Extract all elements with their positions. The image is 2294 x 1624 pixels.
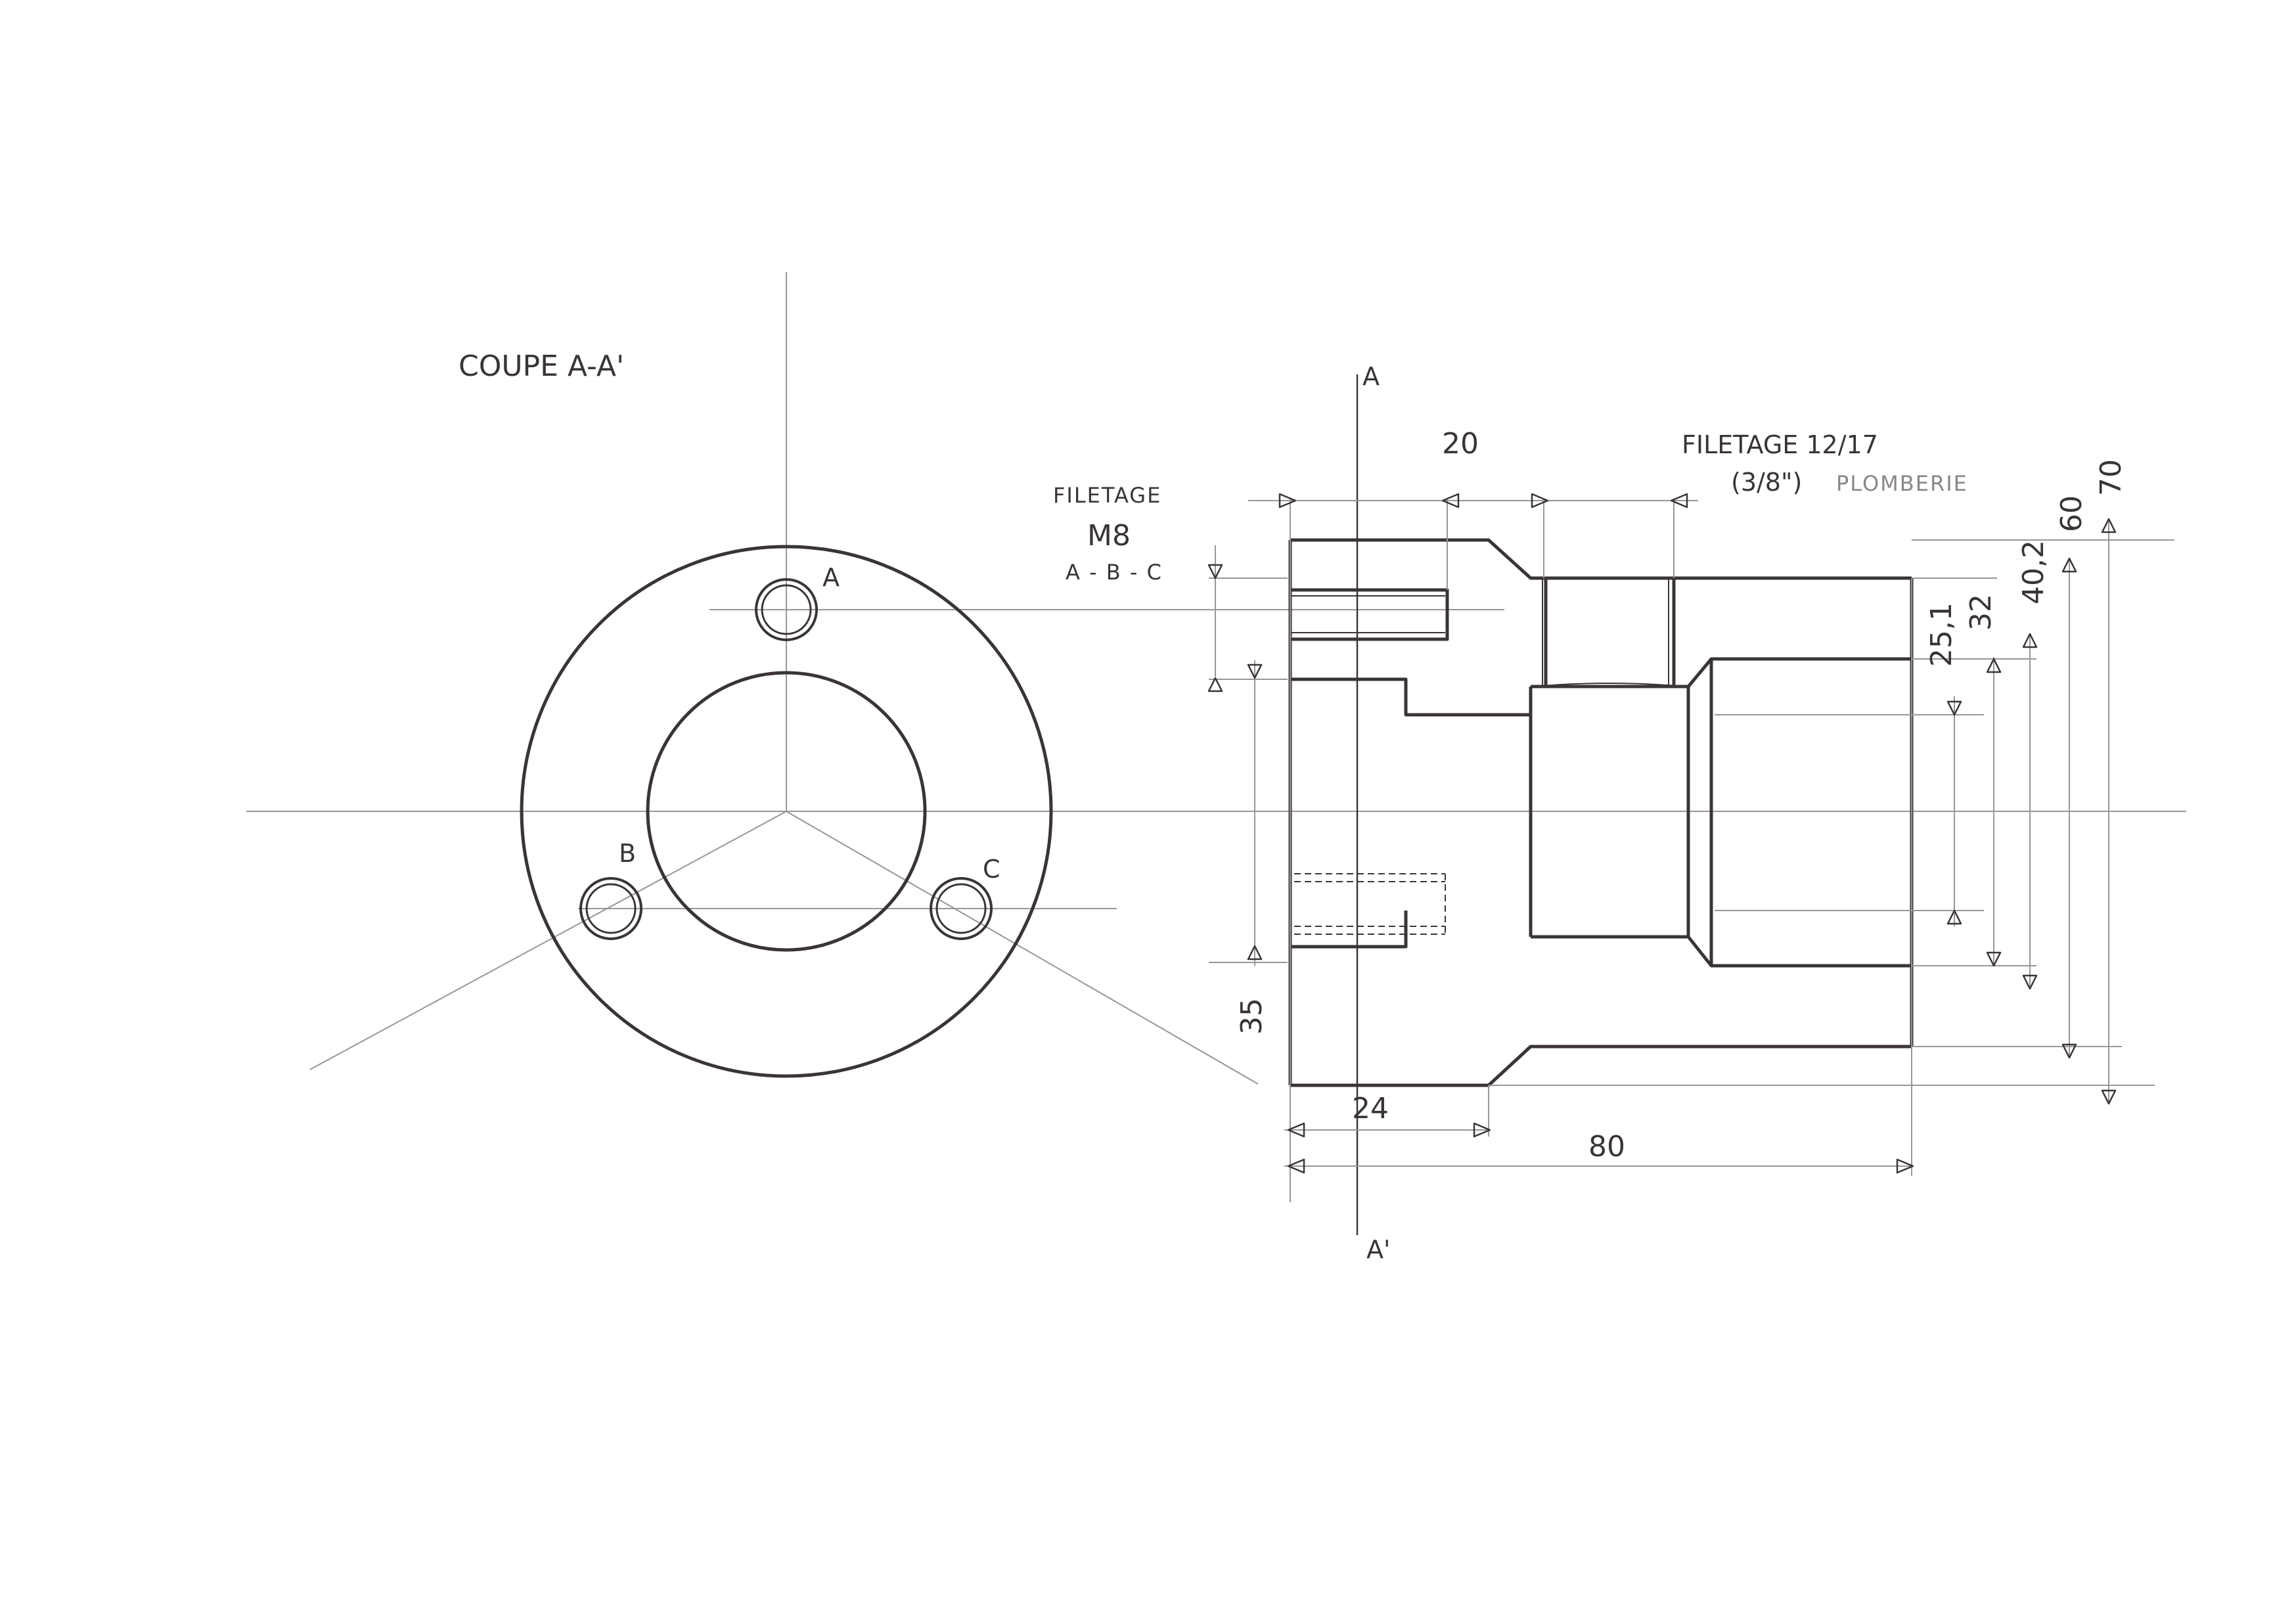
thread-pipe-line1: FILETAGE 12/17 [1682, 430, 1878, 459]
dim-80: 80 [1588, 1130, 1625, 1163]
dim-35: 35 [1235, 998, 1269, 1035]
hole-c: C [930, 855, 1001, 940]
thread-m8-line2: M8 [1087, 519, 1131, 553]
thread-lines [1290, 578, 1686, 687]
extension-lines [1209, 499, 2174, 1202]
front-view: A B C [246, 272, 2186, 1085]
dim-40-2: 40,2 [2017, 540, 2050, 604]
thread-pipe-line3: PLOMBERIE [1836, 471, 1968, 496]
hidden-thread-hole [1294, 873, 1446, 935]
drawing-title: COUPE A-A' [459, 350, 624, 383]
hole-a-label: A [822, 563, 840, 592]
cutting-plane-label-top: A [1362, 362, 1380, 391]
hole-c-label: C [983, 855, 1001, 884]
thread-m8-note: FILETAGE M8 A - B - C [1053, 483, 1163, 585]
hole-a: A [755, 563, 840, 641]
dim-24: 24 [1352, 1092, 1389, 1125]
flange-outer-circle [520, 545, 1053, 1078]
dimension-values: 20 24 80 35 25,1 32 40,2 60 70 [1235, 427, 2128, 1163]
section-view: A A' [1053, 362, 2174, 1264]
front-view-center-lines [246, 272, 2186, 1085]
dim-32: 32 [1964, 594, 1998, 631]
thread-pipe-note: FILETAGE 12/17 (3/8") PLOMBERIE [1682, 430, 1968, 497]
thread-pipe-line2: (3/8") [1731, 468, 1802, 497]
bore-circle [646, 671, 927, 952]
thread-m8-line3: A - B - C [1066, 560, 1163, 585]
hole-b: B [579, 839, 642, 940]
hole-b-label: B [619, 839, 636, 868]
dim-25-1: 25,1 [1925, 602, 1958, 667]
cutting-plane-label-bottom: A' [1366, 1235, 1390, 1264]
dimension-arrows [1207, 493, 2117, 1174]
dim-70: 70 [2094, 459, 2128, 496]
thread-m8-line1: FILETAGE [1053, 483, 1161, 508]
dim-60: 60 [2055, 495, 2088, 532]
dim-20: 20 [1442, 427, 1479, 461]
